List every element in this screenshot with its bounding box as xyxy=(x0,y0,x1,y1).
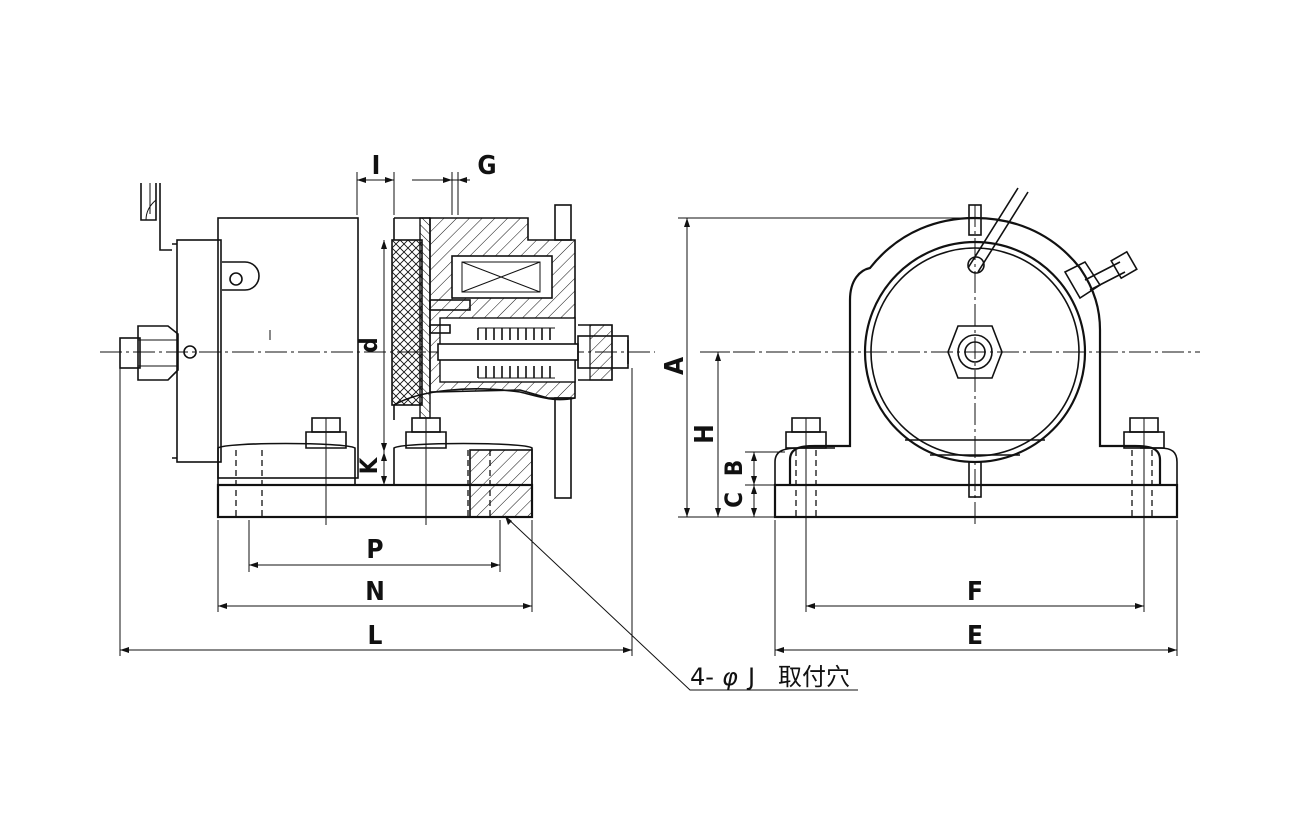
friction-disc xyxy=(391,239,423,406)
note-text: 取付穴 xyxy=(778,663,850,691)
terminal-hook xyxy=(140,183,172,251)
spring-lower xyxy=(477,366,551,378)
pin-upper xyxy=(429,299,471,311)
spring-upper xyxy=(477,328,551,340)
brake-section xyxy=(391,204,629,499)
dim-label-B: B xyxy=(720,460,748,476)
dim-label-I: I xyxy=(372,151,381,181)
note-phi: φ xyxy=(722,663,738,691)
dim-label-G: G xyxy=(477,151,496,181)
front-bolt-right xyxy=(1123,417,1165,525)
dimension-labels: I G d K P N L A H B C F E xyxy=(355,151,983,651)
note-J: J xyxy=(746,663,755,691)
pin-lower xyxy=(429,324,451,334)
arrowheads xyxy=(120,177,1177,653)
dim-label-H: H xyxy=(690,424,720,444)
left-nut xyxy=(119,325,179,381)
dim-label-E: E xyxy=(967,621,983,651)
front-base xyxy=(773,483,1179,519)
front-bolt-left xyxy=(785,417,827,525)
guide-pin-top xyxy=(554,204,572,241)
base-section-hatch xyxy=(469,449,533,518)
dim-label-F: F xyxy=(967,577,983,607)
housing-outline xyxy=(788,216,1162,485)
front-view xyxy=(678,187,1200,656)
mount-bolt-1 xyxy=(305,417,347,525)
dim-label-A: A xyxy=(660,357,690,375)
release-lever xyxy=(967,187,1029,273)
note-qty: 4- xyxy=(690,663,714,691)
shaft-bolt xyxy=(437,343,579,361)
center-nut xyxy=(947,325,1003,379)
dim-label-d: d xyxy=(355,337,383,352)
top-pin xyxy=(968,204,982,236)
side-dimensions xyxy=(119,172,858,691)
mount-bolt-2 xyxy=(405,417,447,525)
pin-circle xyxy=(183,345,197,359)
dim-label-L: L xyxy=(368,621,383,651)
dim-label-C: C xyxy=(720,492,748,508)
bottom-pin xyxy=(968,461,982,498)
dim-label-K: K xyxy=(355,456,383,474)
armature-plate xyxy=(419,217,431,419)
mounting-hole-note: 4- φ J 取付穴 xyxy=(690,663,850,691)
dim-label-N: N xyxy=(365,577,385,607)
lug-hole xyxy=(229,272,243,286)
rear-cover xyxy=(172,217,359,479)
dim-label-P: P xyxy=(366,535,383,565)
side-base xyxy=(216,417,534,525)
guide-pin-bottom xyxy=(554,397,572,499)
cover-lug xyxy=(222,261,260,291)
adjust-bolt xyxy=(1063,250,1138,300)
side-view xyxy=(100,172,858,691)
